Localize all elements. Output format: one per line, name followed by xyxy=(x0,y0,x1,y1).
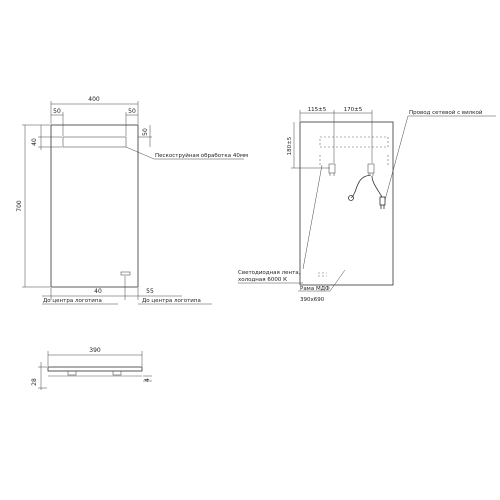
plug-icon xyxy=(379,196,386,206)
label-led-2: холодная 6000 К xyxy=(238,277,287,283)
label-logo-right: До центра логотипа xyxy=(142,298,201,304)
led-strip-top xyxy=(319,136,389,148)
dim-left-50: 50 xyxy=(53,108,61,115)
logo-switch xyxy=(120,271,131,276)
dim-bottom-55: 55 xyxy=(146,288,154,295)
dim-width-400: 400 xyxy=(88,96,100,103)
sandblast-strip xyxy=(62,136,127,148)
back-view: 115±5 170±5 180±5 Провод сетевой с вилко… xyxy=(238,107,496,303)
dim-180: 180±5 xyxy=(287,136,293,155)
label-frame-2: 390x690 xyxy=(300,297,325,303)
hanger-left xyxy=(328,163,336,174)
label-frame-1: Рама МДФ xyxy=(300,286,330,292)
label-sandblast: Пескоструйная обработка 40мм xyxy=(155,152,248,159)
hanger-top-left xyxy=(67,370,77,376)
dim-side-50: 50 xyxy=(142,128,149,136)
dim-170: 170±5 xyxy=(344,107,363,113)
label-led-1: Светодиодная лента, xyxy=(238,270,301,276)
power-cord xyxy=(350,174,372,198)
dim-top-40: 40 xyxy=(31,138,38,146)
dim-depth-28: 28 xyxy=(31,378,38,386)
front-view: 400 50 50 40 50 700 Пескоструйная обрабо… xyxy=(16,96,248,305)
dim-height-700: 700 xyxy=(16,200,23,212)
top-view: 390 28 4 xyxy=(31,347,152,390)
mirror-top-outline xyxy=(47,366,143,372)
dim-bottom-40: 40 xyxy=(94,288,102,295)
hanger-top-right xyxy=(112,370,122,376)
mirror-outline xyxy=(50,124,139,288)
mirror-back-outline xyxy=(299,121,394,286)
hanger-right xyxy=(367,163,375,174)
dim-top-390: 390 xyxy=(89,347,101,354)
label-logo-left: До центра логотипа xyxy=(43,298,102,304)
label-power-cord: Провод сетевой с вилкой xyxy=(409,109,483,116)
cord-end-left xyxy=(348,195,354,201)
dim-right-50: 50 xyxy=(128,108,136,115)
dim-4: 4 xyxy=(144,378,151,382)
dim-115: 115±5 xyxy=(308,107,327,113)
